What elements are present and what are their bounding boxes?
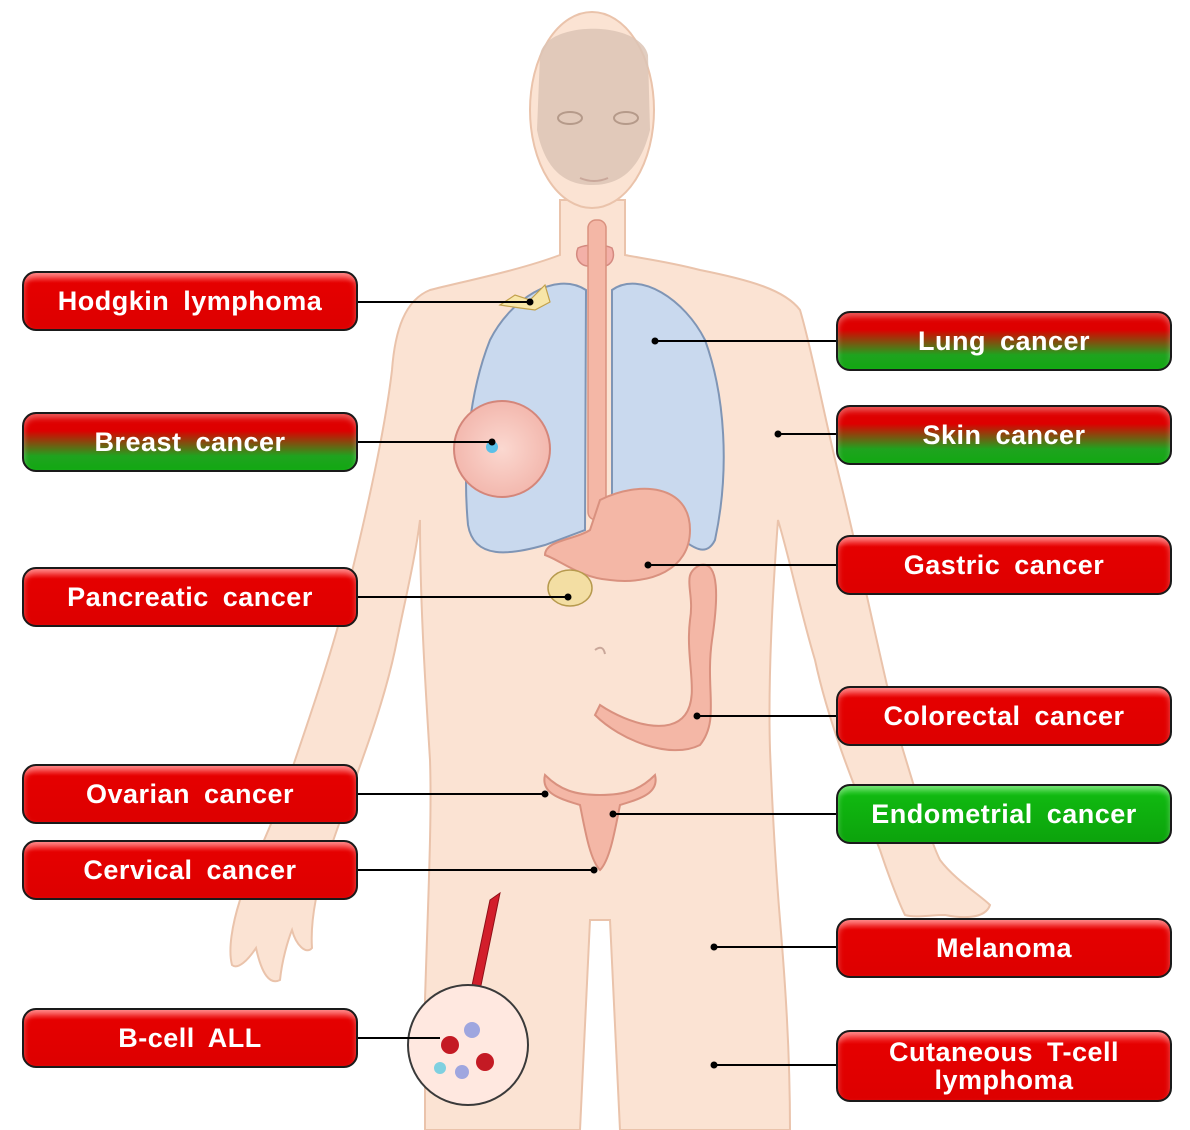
dot-cervical xyxy=(590,866,598,874)
label-ovarian-cancer: Ovarian cancer xyxy=(22,764,358,824)
esophagus xyxy=(587,219,607,521)
label-hodgkin-lymphoma: Hodgkin lymphoma xyxy=(22,271,358,331)
label-pancreatic-cancer: Pancreatic cancer xyxy=(22,567,358,627)
breast-gland xyxy=(453,400,551,498)
marrow-circle xyxy=(407,984,529,1106)
stomach xyxy=(543,487,692,582)
dot-gastric xyxy=(644,561,652,569)
right-lung xyxy=(611,282,725,551)
dot-ctcl xyxy=(710,1061,718,1069)
marrow-cell-1 xyxy=(441,1036,459,1054)
label-melanoma: Melanoma xyxy=(836,918,1172,978)
label-breast-cancer: Breast cancer xyxy=(22,412,358,472)
dot-pancreatic xyxy=(564,593,572,601)
bone-marrow-inset xyxy=(407,891,529,1106)
breast-duct-center xyxy=(486,441,498,453)
uterus xyxy=(543,773,657,872)
lymph-node xyxy=(498,283,551,311)
dot-ovarian xyxy=(541,790,549,798)
dot-lung xyxy=(651,337,659,345)
navel xyxy=(594,646,606,655)
dot-colorectal xyxy=(693,712,701,720)
marrow-cell-4 xyxy=(455,1065,469,1079)
dot-melanoma xyxy=(710,943,718,951)
organs xyxy=(453,219,725,872)
marrow-cell-2 xyxy=(464,1022,480,1038)
marrow-cell-5 xyxy=(434,1062,446,1074)
dot-breast xyxy=(488,438,496,446)
pancreas xyxy=(547,569,593,607)
dot-skin xyxy=(774,430,782,438)
label-endometrial-cancer: Endometrial cancer xyxy=(836,784,1172,844)
label-lung-cancer: Lung cancer xyxy=(836,311,1172,371)
label-cutaneous-t-cell-lymphoma: Cutaneous T-cell lymphoma xyxy=(836,1030,1172,1102)
hair xyxy=(537,28,650,185)
dot-endometrial xyxy=(609,810,617,818)
leader-lines xyxy=(358,301,836,1066)
label-colorectal-cancer: Colorectal cancer xyxy=(836,686,1172,746)
body-silhouette xyxy=(229,11,992,1130)
marrow-cell-3 xyxy=(476,1053,494,1071)
right-eye xyxy=(613,111,639,125)
leader-dots xyxy=(488,298,782,1069)
colon xyxy=(593,563,718,752)
label-bcell-all: B-cell ALL xyxy=(22,1008,358,1068)
label-cervical-cancer: Cervical cancer xyxy=(22,840,358,900)
label-gastric-cancer: Gastric cancer xyxy=(836,535,1172,595)
mouth xyxy=(579,177,609,182)
left-eye xyxy=(557,111,583,125)
label-skin-cancer: Skin cancer xyxy=(836,405,1172,465)
dot-hodgkin xyxy=(526,298,534,306)
